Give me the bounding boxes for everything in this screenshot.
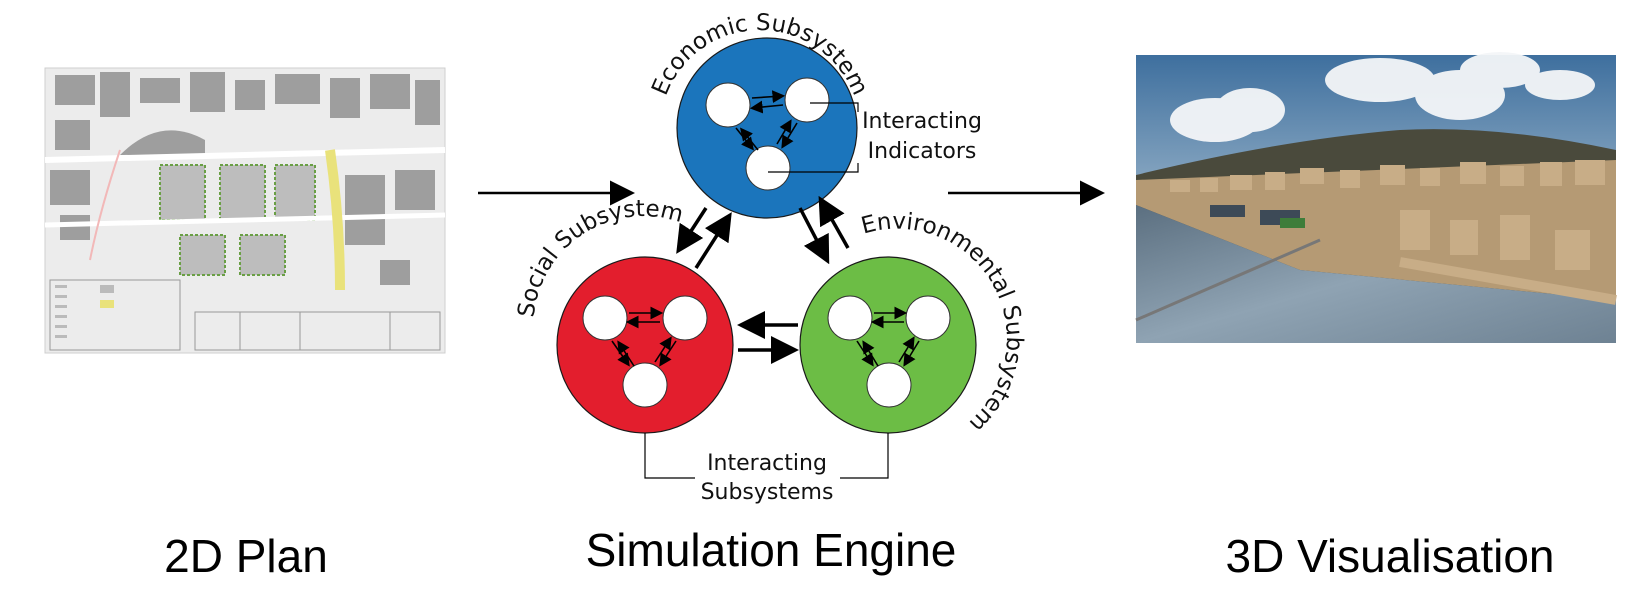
economic-indicators [705,77,830,191]
interacting-subsystems-label-line2: Subsystems [701,480,834,505]
social-indicators [582,295,708,408]
interacting-subsystems-label-line1: Interacting [707,451,827,476]
simulation-engine-diagram: Economic Subsystem Social Subsystem Envi… [514,10,1027,508]
interacting-indicators-label-line1: Interacting [862,109,982,134]
interacting-indicators-label-line2: Indicators [868,139,977,164]
3d-visualisation-image [1135,52,1617,343]
environmental-indicators [827,295,951,408]
interacting-indicators-callout [768,102,859,173]
inter-subsystem-arrows [676,195,850,364]
caption-simulation-engine: Simulation Engine [586,524,957,576]
caption-2d-plan: 2D Plan [164,530,328,582]
2d-plan-image [44,67,446,354]
caption-3d-visualisation: 3D Visualisation [1225,530,1554,582]
